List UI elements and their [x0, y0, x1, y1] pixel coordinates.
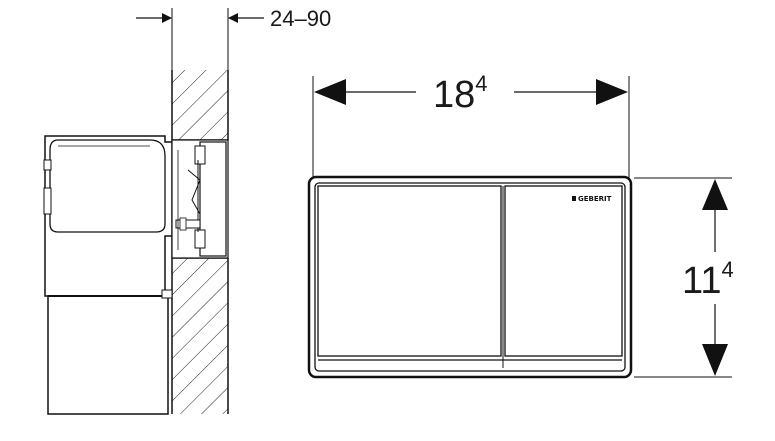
width-dimension: 184: [312, 71, 630, 178]
installation-frame: [47, 289, 173, 415]
actuation-mechanism: [171, 139, 229, 259]
actuator-plate: GEBERIT: [307, 175, 633, 379]
geberit-logo: GEBERIT: [572, 195, 612, 203]
flush-button-large: [317, 185, 502, 357]
width-label: 184: [433, 71, 488, 116]
flush-button-small: [504, 185, 623, 357]
wall-thickness-label: 24–90: [270, 6, 331, 31]
wall-thickness-dimension: 24–90: [136, 6, 331, 70]
cistern-body: [43, 135, 173, 297]
front-view: 184 114: [307, 71, 734, 379]
height-main: 11: [682, 260, 721, 302]
wall-section: [171, 70, 229, 414]
height-dimension: 114: [634, 177, 734, 378]
height-label: 114: [682, 257, 734, 302]
width-sup: 4: [475, 71, 487, 96]
height-sup: 4: [721, 257, 733, 282]
width-main: 18: [433, 74, 475, 116]
logo-text: GEBERIT: [578, 195, 612, 203]
side-section-view: 24–90: [43, 6, 331, 415]
